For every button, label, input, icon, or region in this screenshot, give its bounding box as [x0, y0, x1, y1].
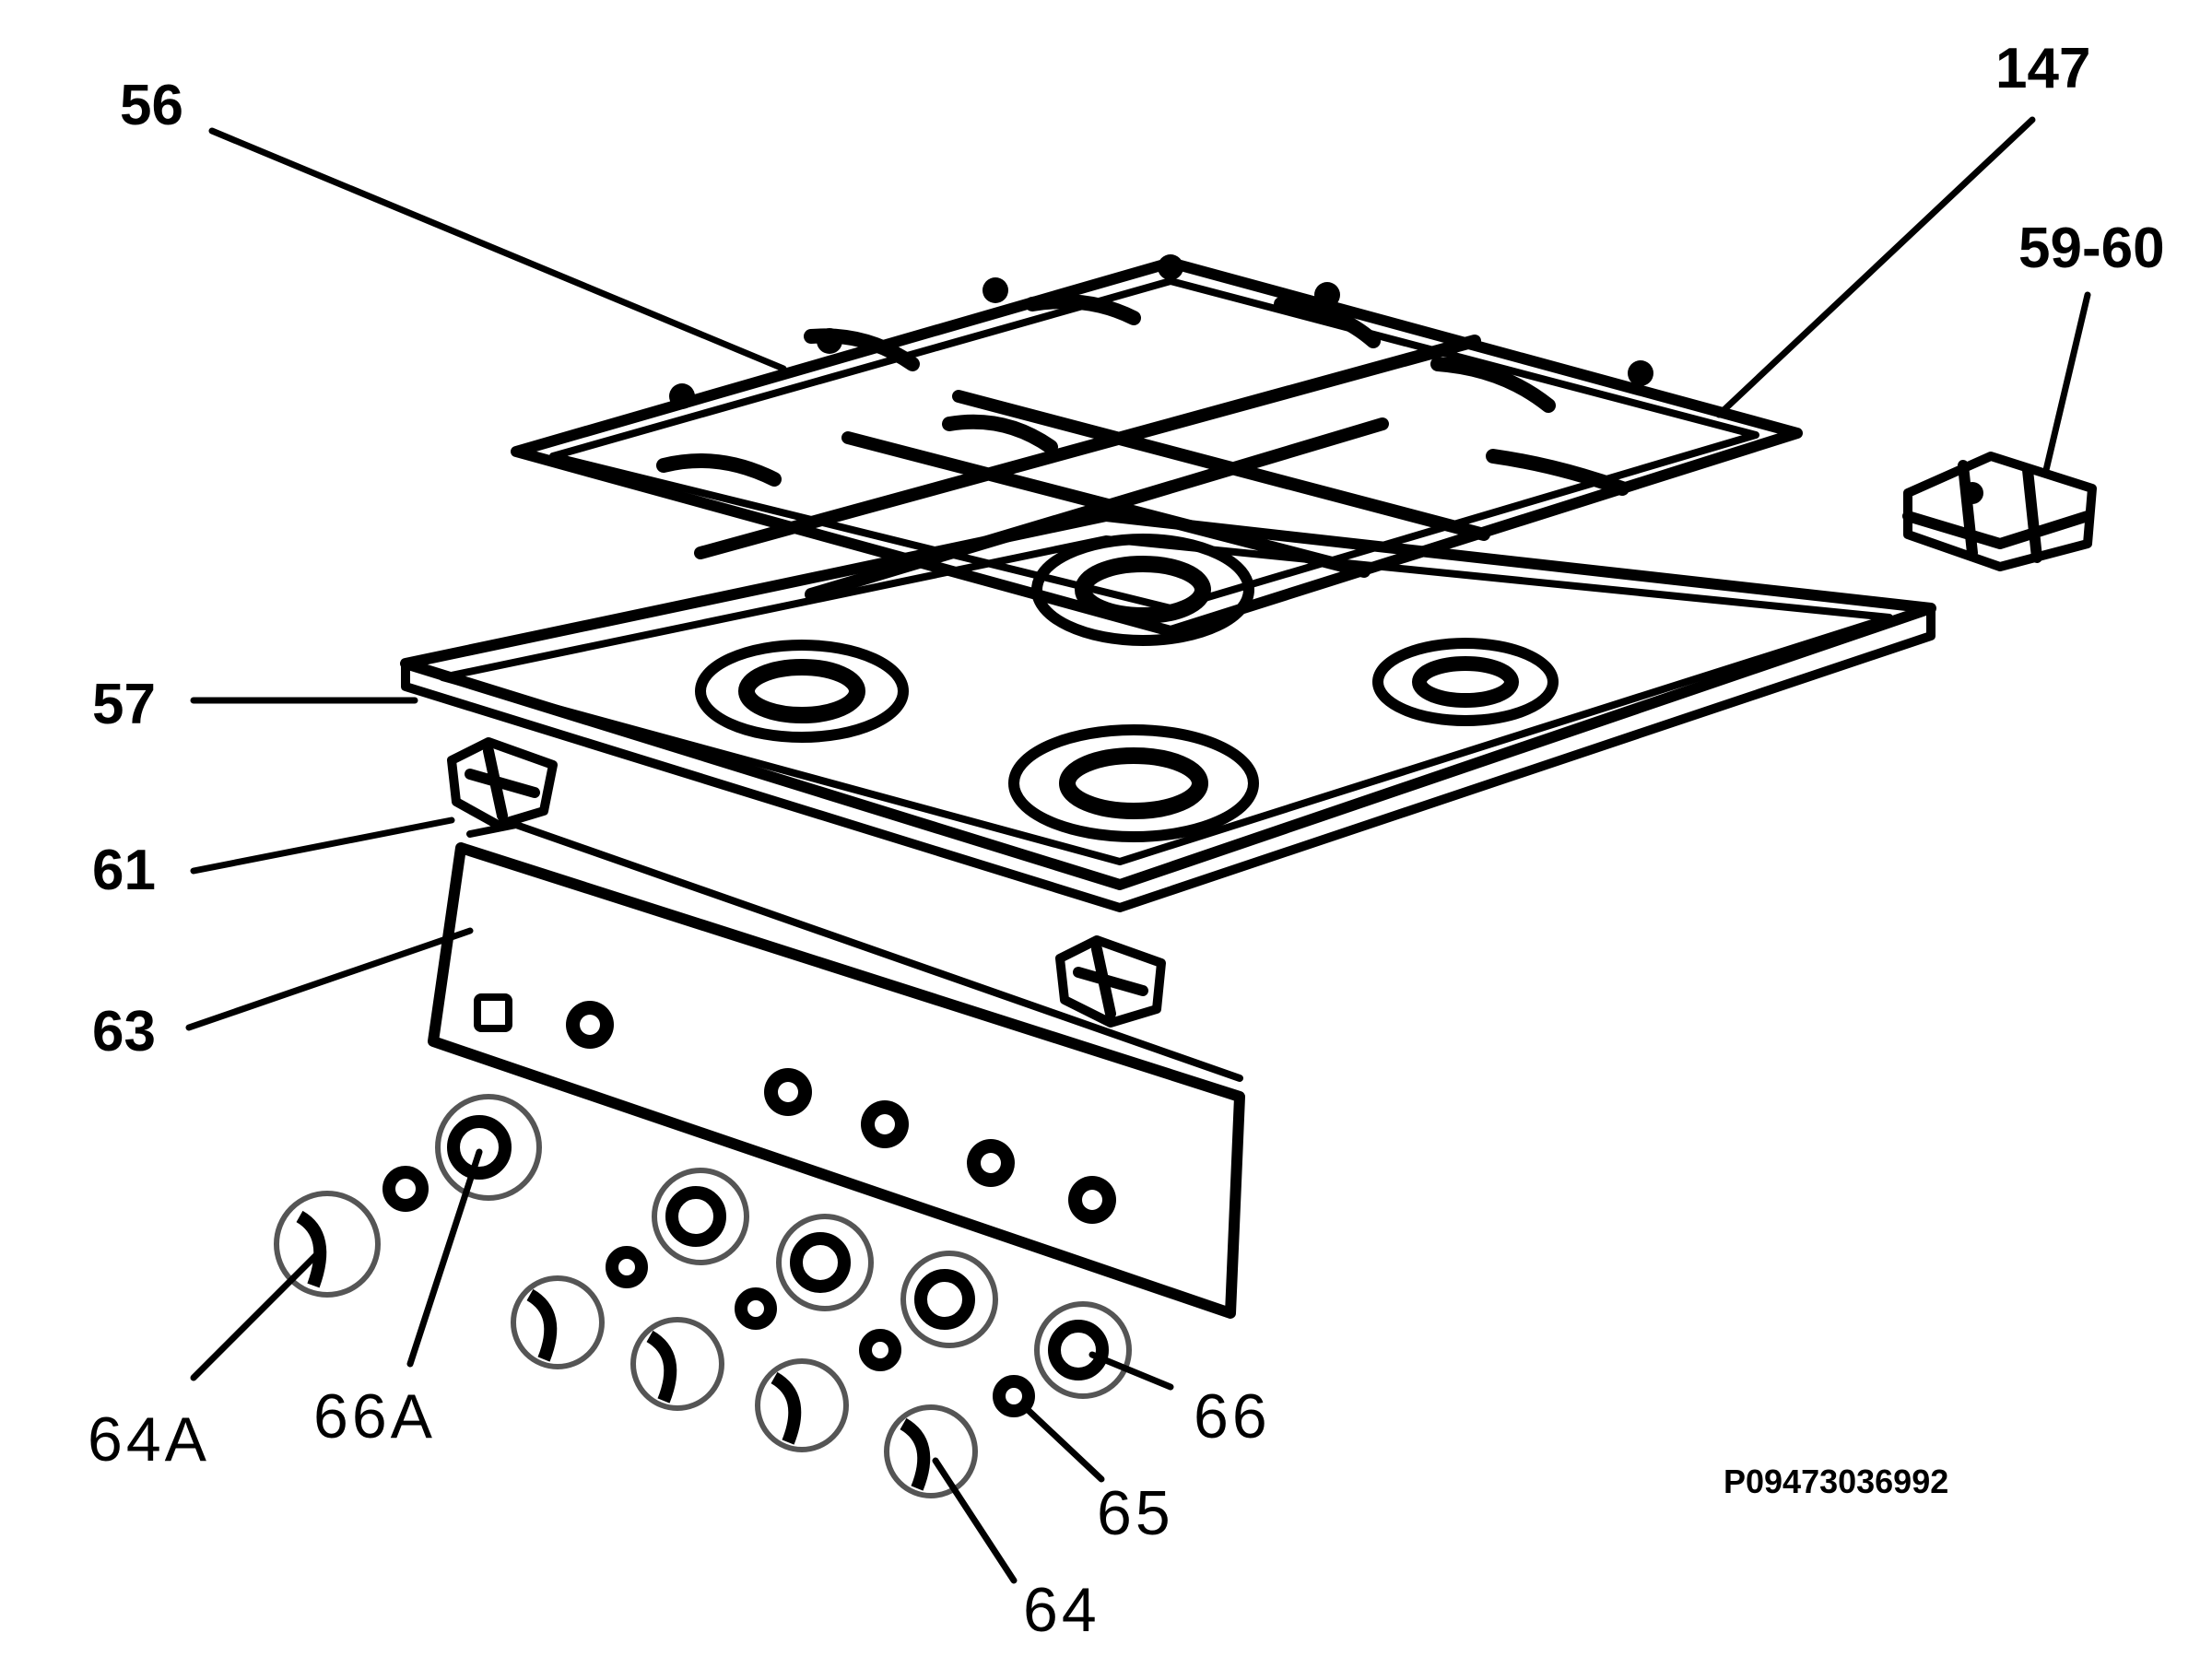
callout-65: 65 — [1097, 1478, 1174, 1548]
burner-left — [695, 640, 909, 743]
bracket-59-60 — [1902, 452, 2097, 571]
burner-rear-center — [1031, 534, 1254, 646]
callout-59-60: 59-60 — [2018, 217, 2165, 280]
callout-labels: 56 147 59-60 57 61 63 64A 66A 66 65 64 P… — [88, 37, 2165, 1645]
drawing-code: P09473036992 — [1724, 1463, 1948, 1500]
knob-64A — [274, 1191, 381, 1298]
leader-lines — [185, 116, 2091, 1584]
spring-65-1 — [606, 1246, 648, 1288]
knob-flange-66A — [435, 1094, 542, 1201]
knob-64-2 — [630, 1317, 724, 1411]
spring-65-3 — [859, 1329, 901, 1371]
spring-65A — [382, 1166, 429, 1212]
bracket-61 — [447, 737, 558, 829]
control-panel — [428, 821, 1245, 1319]
bracket-right — [1055, 935, 1166, 1028]
spring-65-4 — [993, 1375, 1035, 1417]
spring-65-2 — [735, 1287, 777, 1330]
hob-top-plate — [400, 511, 1936, 912]
callout-57: 57 — [92, 673, 156, 736]
burner-right — [1372, 638, 1559, 726]
burner-front — [1008, 724, 1259, 842]
knob-64-1 — [511, 1275, 605, 1369]
knob-64-3 — [755, 1358, 849, 1452]
knob-64-4 — [884, 1404, 978, 1498]
callout-64: 64 — [1023, 1575, 1100, 1645]
knob-flange-66-4 — [1034, 1301, 1132, 1399]
knob-flange-66-3 — [900, 1251, 998, 1348]
callout-147: 147 — [1995, 37, 2090, 100]
callout-66A: 66A — [313, 1381, 436, 1451]
callout-66: 66 — [1194, 1381, 1271, 1451]
callout-56: 56 — [120, 74, 183, 137]
knob-flange-66-1 — [652, 1168, 749, 1265]
callout-64A: 64A — [88, 1404, 210, 1474]
callout-61: 61 — [92, 839, 156, 902]
knob-set — [274, 1094, 1132, 1498]
callout-63: 63 — [92, 1000, 156, 1063]
knob-flange-66-2 — [776, 1214, 874, 1311]
